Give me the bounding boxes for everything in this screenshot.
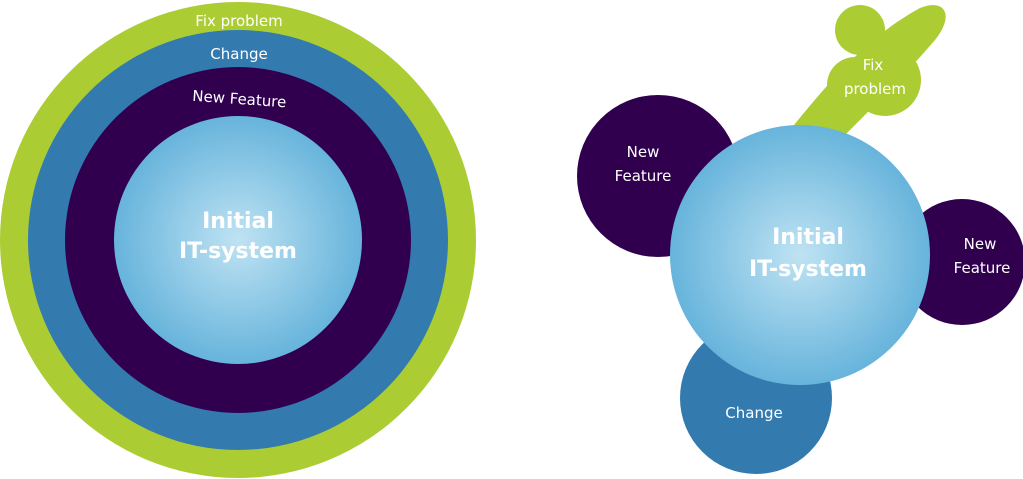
bubble-new-feature-right: New Feature [899,199,1023,325]
right-core-line2: IT-system [749,257,867,282]
concentric-diagram [0,2,476,478]
new-feature-right-line1: New [964,235,997,253]
right-core-line1: Initial [772,225,844,250]
fix-problem-line2: problem [844,80,906,98]
bubble-core-initial-it-system: Initial IT-system [670,125,930,385]
core-label-line2: IT-system [179,239,297,264]
label-change: Change [210,45,267,63]
core-initial-it-system [114,116,362,364]
bubble-fix-problem: Fix problem [790,5,946,140]
new-feature-right-line2: Feature [954,259,1011,277]
new-feature-left-line2: Feature [615,167,672,185]
fix-problem-line1: Fix [863,56,884,74]
change-label: Change [725,404,782,422]
label-fix-problem: Fix problem [195,12,282,30]
core-label-line1: Initial [202,209,274,234]
new-feature-left-line1: New [627,143,660,161]
